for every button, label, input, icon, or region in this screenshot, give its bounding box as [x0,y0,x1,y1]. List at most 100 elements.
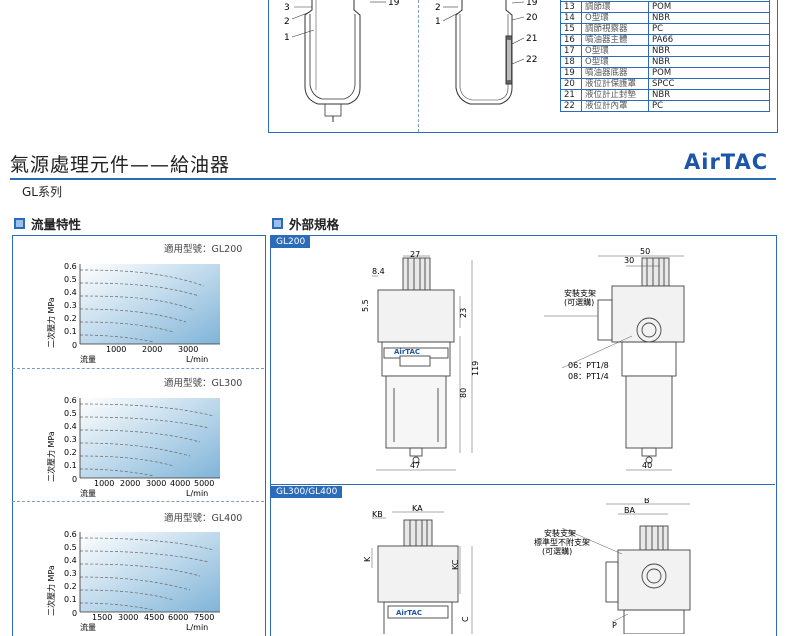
dims-divider [270,484,775,485]
bracket-note: 安裝支架 [564,288,596,298]
x-axis-label: 流量 [80,622,96,632]
dim-kb: KB [372,510,383,519]
bracket-note-optional: (可選購) [542,546,572,556]
exploded-view-drawing: 3 2 1 19 2 1 19 20 21 22 [284,0,538,122]
dim-47: 47 [410,461,420,470]
callout-19: 19 [388,0,400,8]
callout-21: 21 [526,34,537,44]
dims-heading: 外部規格 [272,214,339,233]
dim-kc: KC [451,559,460,570]
x-tick: 2000 [142,345,162,354]
dim-c: C [461,616,470,622]
chart-plot-area [80,398,220,478]
dim-8-4: 8.4 [372,267,385,276]
dim-k: K [363,556,372,562]
bracket-note: 安裝支架 [544,528,576,538]
flow-chart-gl300: 0.6 0.5 0.4 0.3 0.2 0.1 0 1000 2000 3000… [46,396,220,498]
section-bullet-icon [272,218,283,229]
dim-27: 27 [410,250,420,259]
gl200-tag: GL200 [271,236,311,248]
callout-1: 1 [284,33,290,43]
bracket-note-standard: 標準型不附支架 [534,537,590,547]
chart-title-gl400: 適用型號：GL400 [164,513,243,524]
x-tick: 1000 [94,479,114,488]
y-tick: 0.3 [64,435,77,444]
callout-2: 2 [284,17,290,27]
x-axis-label: 流量 [80,488,96,498]
gl300-tag: GL300/GL400 [271,486,343,498]
dim-40: 40 [642,461,652,470]
x-tick: 6000 [168,613,188,622]
y-axis-label: 二次壓力 MPa [46,297,56,348]
x-tick: 2000 [120,479,140,488]
y-axis-label: 二次壓力 MPa [46,431,56,482]
x-tick: 3000 [146,479,166,488]
page-title: 氣源處理元件——給油器 [10,154,231,176]
x-unit: L/min [186,489,208,498]
y-tick: 0.1 [64,595,77,604]
title-rule [10,178,776,180]
dim-119: 119 [471,361,480,376]
body-brand-label: AirTAC [394,348,420,356]
y-tick: 0.1 [64,327,77,336]
dimension-lines [372,255,684,471]
y-tick: 0 [72,475,77,484]
callout-20: 20 [526,13,538,23]
x-unit: L/min [186,623,208,632]
y-tick: 0.6 [64,530,77,539]
body-brand-label: AirTAC [396,609,422,617]
x-axis-label: 流量 [80,354,96,364]
y-tick: 0.6 [64,396,77,405]
chart-title-gl300: 適用型號：GL300 [164,378,243,389]
x-tick: 5000 [194,479,214,488]
chart-plot-area [80,532,220,612]
dim-ka: KA [412,504,423,513]
callout-22: 22 [526,55,537,65]
port-note-06: 06：PT1/8 [568,361,609,370]
flow-panel [12,235,266,636]
dimension-lines [371,503,690,634]
y-tick: 0.6 [64,262,77,271]
y-tick: 0.2 [64,448,77,457]
y-tick: 0.5 [64,409,77,418]
x-unit: L/min [186,355,208,364]
y-tick: 0.4 [64,288,77,297]
drawing-divider [418,0,419,132]
y-tick: 0 [72,341,77,350]
y-tick: 0 [72,609,77,618]
flow-chart-gl200: 0.6 0.5 0.4 0.3 0.2 0.1 0 1000 2000 3000… [46,262,220,364]
x-tick: 3000 [118,613,138,622]
y-tick: 0.1 [64,461,77,470]
chart-plot-area [80,264,220,344]
gl300-dimension-drawing: KB KA K KC C B BA P 安裝支架 標準型不附支架 (可選購) A… [363,498,691,634]
dim-50: 50 [640,248,650,256]
x-tick: 3000 [178,345,198,354]
flow-chart-gl400: 0.6 0.5 0.4 0.3 0.2 0.1 0 1500 3000 4500… [46,530,220,632]
dim-23: 23 [459,308,468,318]
callout-2b: 2 [435,3,441,13]
flow-curves [79,537,215,611]
x-tick: 7500 [194,613,214,622]
dim-30: 30 [624,256,634,265]
x-tick: 1500 [92,613,112,622]
x-tick: 4000 [170,479,190,488]
dim-80: 80 [459,388,468,398]
section-bullet-icon [14,218,25,229]
flow-heading: 流量特性 [14,214,81,233]
y-tick: 0.4 [64,422,77,431]
y-tick: 0.3 [64,301,77,310]
chart-title-gl200: 適用型號：GL200 [164,244,243,255]
dim-b: B [644,498,650,505]
callout-19b: 19 [526,0,538,8]
flow-curves [79,269,205,343]
y-tick: 0.2 [64,582,77,591]
y-tick: 0.5 [64,275,77,284]
